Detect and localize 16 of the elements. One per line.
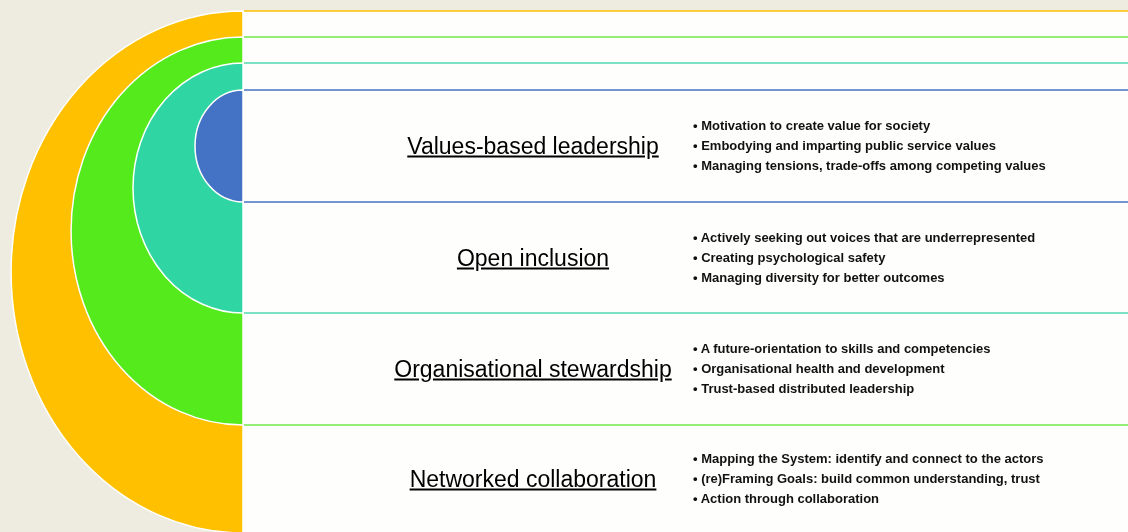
bullet-point: • Embodying and imparting public service values [693, 137, 997, 155]
bullet-point: • Managing diversity for better outcomes [693, 268, 946, 287]
bullet-point: • (re)Framing Goals: build common understanding, trust [693, 469, 1041, 488]
layer-title: Values-based leadership [406, 132, 660, 160]
bullet-point: • A future-orientation to skills and competencies [693, 340, 991, 358]
bullet-point: • Managing tensions, trade-offs among competing values [693, 157, 1046, 175]
bullet-point: • Organisational health and development [693, 360, 946, 378]
layer-title: Open inclusion [455, 244, 611, 271]
layer-title: Networked collaboration [408, 465, 658, 492]
bullet-point: • Creating psychological safety [693, 248, 887, 267]
bullet-point: • Trust-based distributed leadership [693, 380, 916, 398]
bullet-point: • Action through collaboration [693, 489, 881, 508]
bullet-point: • Motivation to create value for society [693, 117, 932, 135]
bullet-point: • Actively seeking out voices that are underrepresented [693, 228, 1036, 247]
bullet-point: • Mapping the System: identify and connect to the actors [693, 449, 1044, 468]
layer-title: Organisational stewardship [393, 355, 673, 383]
